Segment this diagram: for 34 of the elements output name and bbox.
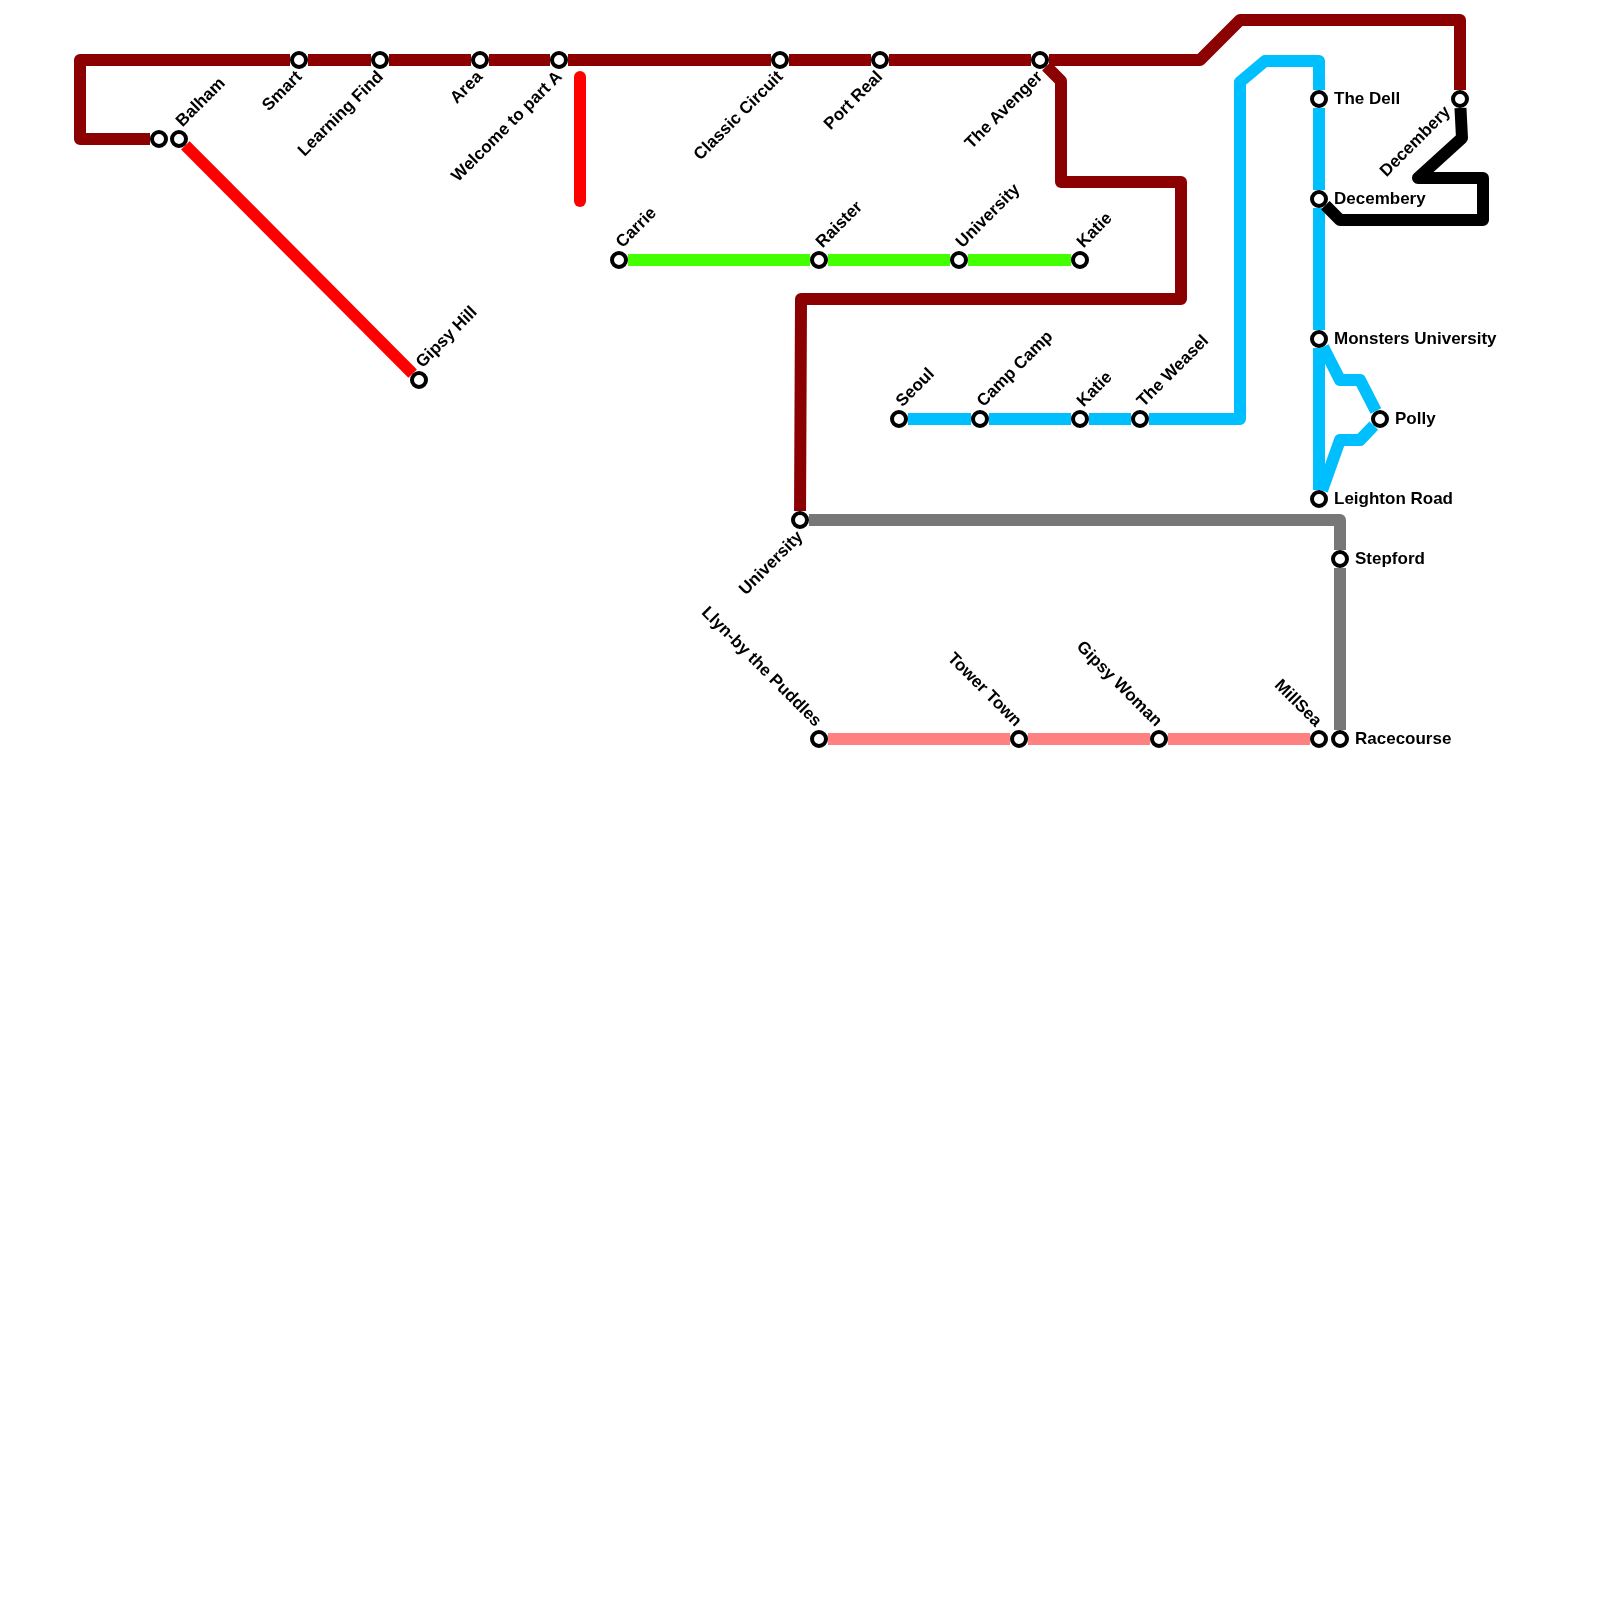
station-label: The Dell (1334, 89, 1401, 108)
station-label: Leighton Road (1334, 489, 1453, 509)
route-line (74, 54, 290, 145)
route-line (968, 254, 1071, 266)
station-label: Monsters University (1334, 329, 1497, 349)
route-line (989, 413, 1071, 425)
route-line (1089, 413, 1131, 425)
route-line (308, 54, 371, 66)
route-line (628, 254, 810, 266)
route-line (789, 54, 871, 66)
station-label: Racecourse (1355, 729, 1452, 749)
route-line (794, 62, 1187, 512)
station-label: Stepford (1355, 549, 1425, 569)
route-line (1049, 14, 1466, 90)
route-line (1313, 348, 1325, 490)
station-marker (150, 130, 168, 148)
station-label: Decembery (1334, 189, 1426, 209)
route-line (389, 54, 471, 66)
route-line (181, 141, 417, 378)
route-line (1149, 55, 1325, 425)
route-line (1313, 108, 1325, 190)
route-line (489, 54, 550, 66)
route-line (1168, 733, 1310, 745)
route-line (1028, 733, 1150, 745)
route-line (1321, 107, 1489, 226)
station-label: Polly (1395, 409, 1436, 429)
route-line (828, 254, 950, 266)
route-line (908, 413, 971, 425)
route-line (809, 514, 1346, 550)
route-line (568, 54, 771, 66)
route-line (1334, 568, 1346, 730)
route-line (889, 54, 1031, 66)
route-line (1313, 208, 1325, 330)
route-line (828, 733, 1010, 745)
